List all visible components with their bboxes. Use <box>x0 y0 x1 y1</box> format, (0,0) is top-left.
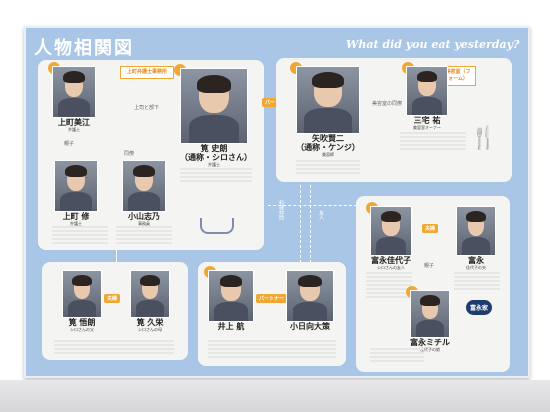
law-office-label: 上町弁護士事務所 <box>120 66 174 79</box>
portrait <box>456 206 496 256</box>
person-tominaga-michiru[interactable]: 富永ミチル 佳代子の娘 <box>406 286 450 352</box>
person-name: 筧 史朗 <box>200 144 228 153</box>
relation-shopping: 料理仲間 <box>278 200 284 220</box>
portrait <box>130 270 170 318</box>
person-kamimachi-osamu[interactable]: 上町 修 弁護士 <box>54 160 98 226</box>
partner-label: パートナー <box>256 294 288 303</box>
person-name: 井上 航 <box>217 322 245 331</box>
person-yabuki[interactable]: 矢吹賢二 （通称・ケンジ） 美容師 <box>290 62 360 157</box>
portrait <box>52 66 96 118</box>
person-role: シロさんの友人 <box>377 265 405 270</box>
person-name: 富永佳代子 <box>371 256 411 265</box>
portrait <box>410 290 450 338</box>
person-name: 筧 久栄 <box>136 318 164 327</box>
person-role: 佳代子の娘 <box>420 347 440 352</box>
portrait <box>62 270 102 318</box>
couple-label: 夫婦 <box>104 294 121 303</box>
person-role: 佳代子の夫 <box>466 265 486 270</box>
person-description <box>400 132 466 152</box>
person-role: 弁護士 <box>70 221 82 226</box>
person-description <box>180 168 252 182</box>
person-description <box>52 226 108 244</box>
person-role: 弁護士 <box>208 162 220 167</box>
relation-friend: 友人 <box>318 210 324 220</box>
relation-salon: 美容室の同僚 <box>372 101 403 107</box>
person-name: 上町 修 <box>62 212 90 221</box>
person-name: 小日向大策 <box>290 322 330 331</box>
couple-label: 夫婦 <box>422 224 439 233</box>
tagline: What did you eat yesterday? <box>346 38 520 51</box>
portrait <box>54 160 98 212</box>
person-tominaga-kayoko[interactable]: 富永佳代子 シロさんの友人 <box>366 202 412 270</box>
person-description <box>366 272 412 298</box>
person-name: 富永 <box>468 256 484 265</box>
person-description <box>296 160 360 176</box>
person-name: 小山志乃 <box>128 212 160 221</box>
wall-background <box>0 380 550 412</box>
person-inoue[interactable]: 井上 航 <box>204 266 254 331</box>
person-role: シロさんの母 <box>138 327 162 332</box>
person-role: シロさんの父 <box>70 327 94 332</box>
tominaga-family-label: 富永家 <box>466 300 493 315</box>
person-kamimachi-mie[interactable]: 上町美江 弁護士 <box>48 62 96 132</box>
person-alias: （通称・シロさん） <box>180 153 252 162</box>
person-role: 美容室オーナー <box>413 125 441 130</box>
connector-line <box>310 185 311 263</box>
portrait <box>208 270 254 322</box>
page-title: 人物相関図 <box>34 38 134 59</box>
person-kakei[interactable]: 筧 史朗 （通称・シロさん） 弁護士 <box>174 64 252 167</box>
person-kobinata[interactable]: 小日向大策 <box>286 270 334 331</box>
person-description <box>454 272 500 292</box>
fork-knife-icon: 🍴 <box>470 126 498 151</box>
relation-coworker: 同僚 <box>124 151 135 157</box>
person-role: 弁護士 <box>68 127 80 132</box>
person-description <box>208 340 336 360</box>
connector-line <box>300 185 301 263</box>
person-miyake[interactable]: 三宅 祐 美容室オーナー <box>402 62 448 130</box>
person-kakei-goro[interactable]: 筧 悟朗 シロさんの父 <box>62 270 102 332</box>
relation-parent-child: 親子 <box>64 141 75 147</box>
person-description <box>116 226 172 244</box>
person-tominaga-husband[interactable]: 富永 佳代子の夫 <box>456 206 496 270</box>
portrait <box>296 66 360 134</box>
person-role: 事務員 <box>138 221 150 226</box>
person-name: 富永ミチル <box>410 338 450 347</box>
person-kakei-hisae[interactable]: 筧 久栄 シロさんの母 <box>130 270 170 332</box>
person-name: 三宅 祐 <box>413 116 441 125</box>
person-description <box>54 340 174 354</box>
person-alias: （通称・ケンジ） <box>296 143 360 152</box>
relation-boss: 上司と部下 <box>134 105 160 111</box>
portrait <box>286 270 334 322</box>
portrait <box>370 206 412 256</box>
connector-line <box>116 240 117 266</box>
person-name: 筧 悟朗 <box>68 318 96 327</box>
portrait <box>406 66 448 116</box>
portrait <box>180 68 248 144</box>
person-koyama[interactable]: 小山志乃 事務員 <box>122 160 166 226</box>
person-description <box>370 348 424 364</box>
person-role: 美容師 <box>322 152 334 157</box>
relation-family: 親子 <box>424 263 435 269</box>
pot-icon <box>200 218 234 234</box>
person-name: 上町美江 <box>58 118 90 127</box>
person-name: 矢吹賢二 <box>312 134 344 143</box>
portrait <box>122 160 166 212</box>
